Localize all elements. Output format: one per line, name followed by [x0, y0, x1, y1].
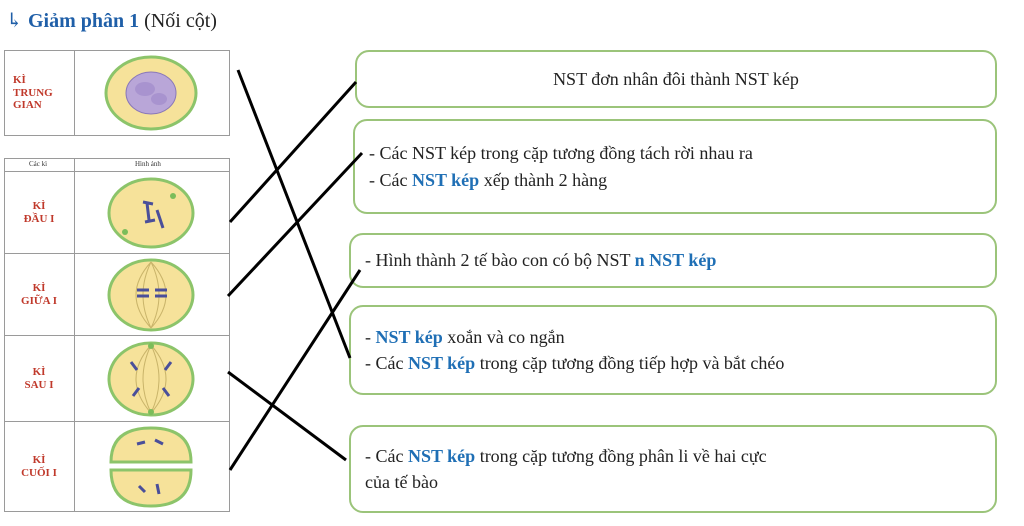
stage-row-anaphase: KÌ SAU I [5, 335, 229, 422]
match-line-telophase [228, 269, 362, 471]
stage-label-prophase: KÌ ĐẦU I [23, 200, 55, 225]
answer-box-5-line-1: - Các NST kép trong cặp tương đồng phân … [365, 445, 767, 466]
answer-box-4[interactable]: - NST kép xoắn và co ngắn - Các NST kép … [349, 305, 997, 395]
answer-box-4-line-1: - NST kép xoắn và co ngắn [365, 326, 565, 347]
answer-box-2-line-2: - Các NST kép xếp thành 2 hàng [369, 169, 608, 190]
stage-row-prophase: KÌ ĐẦU I [5, 171, 229, 254]
match-line-interphase [236, 69, 352, 359]
stage-label-anaphase: KÌ SAU I [24, 366, 54, 391]
stage-label-interphase: KÌ TRUNG GIAN [13, 74, 53, 112]
answer-box-4-line-2: - Các NST kép trong cặp tương đồng tiếp … [365, 353, 785, 373]
arrow-icon: ↳ [6, 10, 23, 32]
cell-image-telophase [75, 422, 229, 512]
cell-image-anaphase [75, 336, 229, 422]
cell-image-interphase [75, 51, 229, 135]
title-sub: (Nối cột) [144, 10, 217, 32]
stage-label-telophase: KÌ CUỐI I [21, 454, 57, 479]
cell-image-prophase [75, 172, 229, 254]
table-header: Các kì Hình ảnh [29, 160, 161, 168]
stage-row-interphase: KÌ TRUNG GIAN [5, 51, 229, 135]
cell-image-metaphase [75, 254, 229, 336]
answer-box-5-line-2: của tế bào [365, 472, 438, 492]
interphase-table: KÌ TRUNG GIAN [4, 50, 230, 136]
match-line-metaphase [226, 151, 364, 298]
meiosis-table: Các kì Hình ảnh KÌ ĐẦU I KÌ GIỮA I [4, 158, 230, 512]
stage-row-metaphase: KÌ GIỮA I [5, 253, 229, 336]
title-main: Giảm phân 1 [28, 10, 140, 32]
answer-box-1[interactable]: NST đơn nhân đôi thành NST kép [355, 50, 997, 108]
page-title: ↳Giảm phân 1 (Nối cột) [6, 8, 217, 33]
answer-box-2[interactable]: - Các NST kép trong cặp tương đồng tách … [353, 119, 997, 214]
answer-box-2-line-1: - Các NST kép trong cặp tương đồng tách … [369, 143, 753, 164]
answer-box-5[interactable]: - Các NST kép trong cặp tương đồng phân … [349, 425, 997, 513]
stage-label-metaphase: KÌ GIỮA I [21, 282, 57, 307]
match-line-anaphase [227, 370, 347, 462]
match-line-prophase [228, 80, 358, 224]
stage-row-telophase: KÌ CUỐI I [5, 421, 229, 512]
answer-box-3[interactable]: - Hình thành 2 tế bào con có bộ NST n NS… [349, 233, 997, 288]
